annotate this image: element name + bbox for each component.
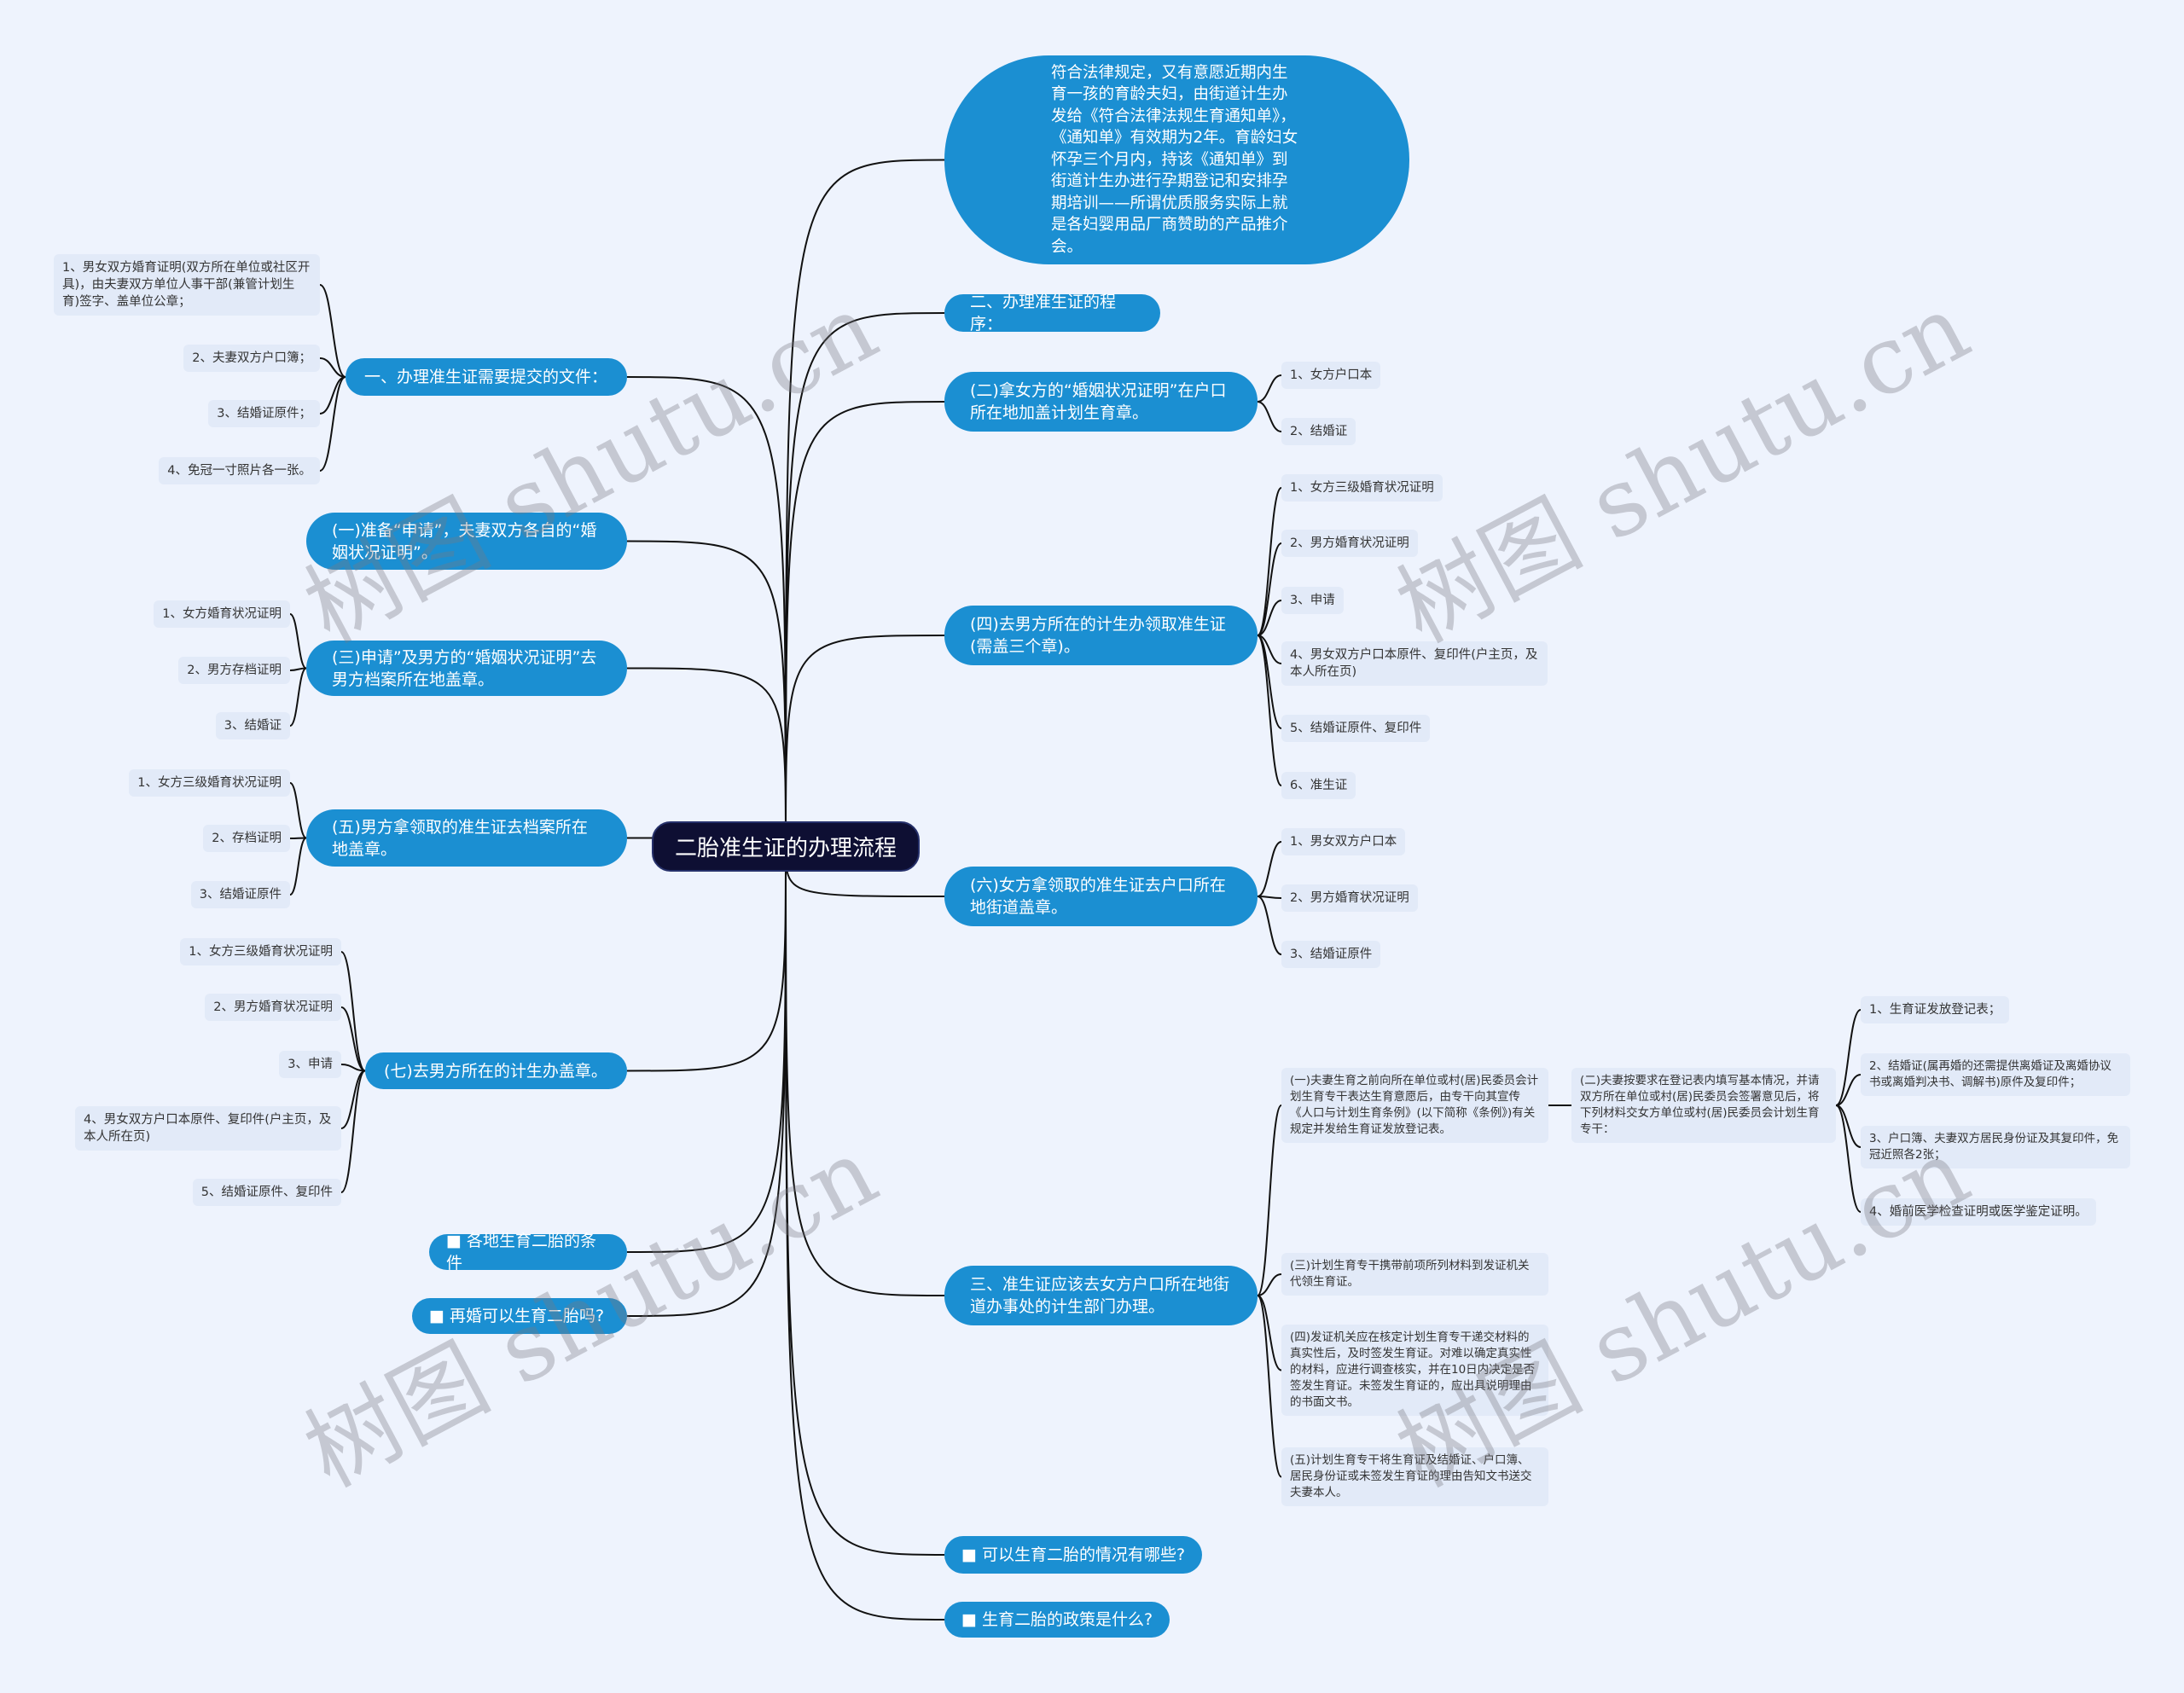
connector-line [289,613,307,670]
connector-line [785,635,945,847]
step-7-topic[interactable]: (七)去男方所在的计生办盖章。 [365,1052,627,1089]
connector-line [626,846,787,1253]
connector-line [1835,1009,1862,1106]
procedure-topic[interactable]: 二、办理准生证的程序： [944,293,1160,333]
connector-line [1257,1273,1282,1296]
connector-line [1835,1105,1862,1148]
connector-line [626,846,787,1317]
leaf-item[interactable]: 4、婚前医学检查证明或医学鉴定证明。 [1861,1198,2096,1226]
connector-line [1257,487,1282,636]
leaf-item[interactable]: 2、男方婚育状况证明 [1281,884,1418,912]
connector-line [785,159,945,847]
connector-line [626,540,787,847]
leaf-item[interactable]: 2、男方婚育状况证明 [1281,530,1418,557]
connector-line [1835,1105,1862,1213]
connector-line [319,376,346,472]
leaf-item[interactable]: (四)发证机关应在核定计划生育专干递交材料的真实性后，及时签发生育证。对难以确定… [1281,1325,1548,1416]
connector-line [1257,1295,1282,1478]
connector-line [340,951,366,1072]
connector-line [289,782,307,839]
leaf-item[interactable]: (二)夫妻按要求在登记表内填写基本情况，并请双方所在单位或村(居)民委员会签署意… [1571,1068,1836,1143]
leaf-item[interactable]: 3、结婚证原件 [190,881,290,908]
connector-line [626,667,787,847]
root-topic[interactable]: 二胎准生证的办理流程 [652,821,920,872]
leaf-item[interactable]: 1、男女双方婚育证明(双方所在单位或社区开具)，由夫妻双方单位人事干部(兼管计划… [54,254,320,316]
step-2-topic[interactable]: (二)拿女方的“婚姻状况证明”在户口所在地加盖计划生育章。 [944,372,1258,432]
leaf-item[interactable]: 1、生育证发放登记表； [1861,996,2010,1023]
section-1-topic[interactable]: 一、办理准生证需要提交的文件： [346,358,627,396]
related-link-topic[interactable]: ■ 再婚可以生育二胎吗? [412,1298,627,1334]
leaf-item[interactable]: 5、结婚证原件、复印件 [192,1179,341,1206]
connector-line [1835,1074,1862,1106]
related-link-topic[interactable]: ■ 生育二胎的政策是什么? [944,1602,1170,1638]
leaf-item[interactable]: 2、夫妻双方户口簿； [183,345,320,372]
leaf-item[interactable]: 1、男女双方户口本 [1281,828,1406,855]
step-1-topic[interactable]: (一)准备“申请”，夫妻双方各自的“婚姻状况证明”。 [306,513,627,570]
leaf-item[interactable]: 3、户口簿、夫妻双方居民身份证及其复印件，免冠近照各2张； [1861,1126,2130,1168]
connector-line [1257,374,1282,403]
leaf-item[interactable]: 2、男方婚育状况证明 [205,994,341,1021]
step-6-topic[interactable]: (六)女方拿领取的准生证去户口所在地街道盖章。 [944,867,1258,926]
leaf-item[interactable]: 3、申请 [279,1051,341,1078]
connector-line [319,284,346,378]
step-3-topic[interactable]: (三)申请”及男方的“婚姻状况证明”去男方档案所在地盖章。 [306,641,627,696]
related-link-topic[interactable]: ■ 可以生育二胎的情况有哪些? [944,1536,1203,1574]
connector-line [340,1070,366,1129]
leaf-item[interactable]: 3、结婚证原件； [208,400,320,427]
connector-line [1257,896,1282,955]
connector-line [1257,635,1282,786]
leaf-item[interactable]: 2、结婚证(属再婚的还需提供离婚证及离婚协议书或离婚判决书、调解书)原件及复印件… [1861,1053,2130,1096]
connector-line [785,846,945,1556]
connector-line [1257,542,1282,636]
connector-line [319,357,346,378]
leaf-item[interactable]: 5、结婚证原件、复印件 [1281,715,1431,742]
leaf-item[interactable]: (三)计划生育专干携带前项所列材料到发证机关代领生育证。 [1281,1253,1548,1296]
connector-line [1257,600,1282,636]
section-3-topic[interactable]: 三、准生证应该去女方户口所在地街道办事处的计生部门办理。 [944,1266,1258,1325]
leaf-item[interactable]: 1、女方婚育状况证明 [154,600,290,628]
connector-line [319,376,346,415]
leaf-item[interactable]: 2、存档证明 [203,825,290,852]
connector-line [626,376,787,847]
leaf-item[interactable]: 1、女方三级婚育状况证明 [129,769,290,797]
step-5-topic[interactable]: (五)男方拿领取的准生证去档案所在地盖章。 [306,809,627,867]
connector-line [289,837,307,839]
connector-line [289,667,307,727]
leaf-item[interactable]: 1、女方户口本 [1281,362,1381,389]
leaf-item[interactable]: (五)计划生育专干将生育证及结婚证、户口簿、居民身份证或未签发生育证的理由告知文… [1281,1447,1548,1506]
connector-line [289,837,307,896]
leaf-item[interactable]: 1、女方三级婚育状况证明 [180,938,341,965]
connector-line [1257,1105,1282,1296]
leaf-item[interactable]: 6、准生证 [1281,772,1356,799]
connector-line [785,846,945,1621]
step-4-topic[interactable]: (四)去男方所在的计生办领取准生证(需盖三个章)。 [944,606,1258,665]
connector-line [1257,401,1282,432]
leaf-item[interactable]: 1、女方三级婚育状况证明 [1281,474,1443,502]
leaf-item[interactable]: (一)夫妻生育之前向所在单位或村(居)民委员会计划生育专干表达生育意愿后，由专干… [1281,1068,1548,1143]
connector-line [1257,841,1282,897]
leaf-item[interactable]: 2、男方存档证明 [178,657,290,684]
leaf-item[interactable]: 4、男女双方户口本原件、复印件(户主页，及本人所在页) [1281,641,1548,686]
leaf-item[interactable]: 3、结婚证 [215,712,290,739]
leaf-item[interactable]: 4、免冠一寸照片各一张。 [159,457,320,484]
leaf-item[interactable]: 4、男女双方户口本原件、复印件(户主页，及本人所在页) [75,1106,341,1151]
intro-topic[interactable]: 符合法律规定，又有意愿近期内生育一孩的育龄夫妇，由街道计生办发给《符合法律法规生… [944,55,1409,264]
leaf-item[interactable]: 3、结婚证原件 [1281,941,1381,968]
leaf-item[interactable]: 2、结婚证 [1281,418,1356,445]
connector-line [785,312,945,847]
leaf-item[interactable]: 3、申请 [1281,587,1344,614]
related-link-topic[interactable]: ■ 各地生育二胎的条件 [429,1232,627,1273]
connector-line [785,401,945,847]
connector-line [340,1070,366,1193]
connector-line [785,846,945,1296]
connector-line [1257,1295,1282,1371]
connector-line [340,1064,366,1072]
connector-line [626,846,787,1072]
connector-line [340,1006,366,1072]
